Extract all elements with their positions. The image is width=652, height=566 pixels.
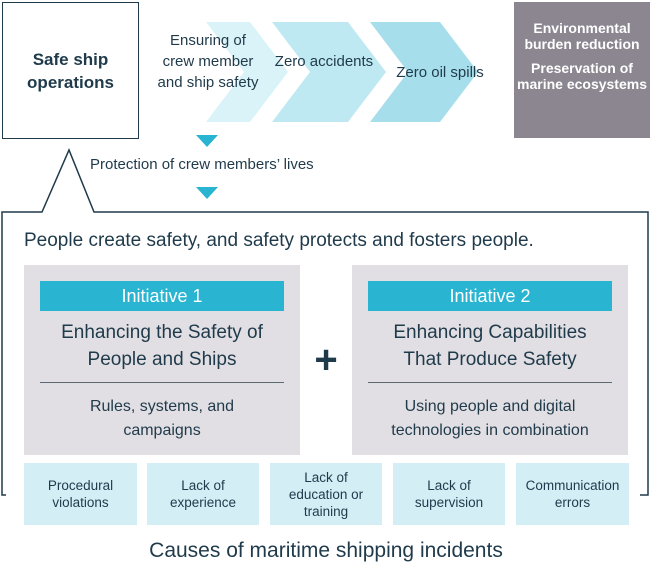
chevron-label-crew-safety: Ensuring of crew member and ship safety [157,32,259,91]
initiative-2-header: Initiative 2 [368,281,612,311]
safe-ship-operations-label: Safe ship operations [27,49,114,92]
cause-lack-of-experience: Lack of experience [147,463,259,525]
chevron-arrow-1 [206,22,288,122]
chevron-label-zero-oil-spills: Zero oil spills [396,64,484,81]
initiative-2-subtitle: Using people and digital technologies in… [391,398,589,439]
cause-communication-errors: Communication errors [516,463,629,525]
initiative-1-title: Enhancing the Safety of People and Ships [61,322,263,370]
cause-label: Lack of supervision [414,478,484,510]
environmental-burden-label: Environmental burden reduction [524,20,640,52]
cause-label: Lack of education or training [288,469,364,519]
slogan: People create safety, and safety protect… [24,230,534,251]
initiative-1-divider [40,382,284,383]
initiative-2-title: Enhancing Capabilities That Produce Safe… [393,322,587,370]
initiative-1-subtitle: Rules, systems, and campaigns [89,398,235,439]
initiative-1-header: Initiative 1 [40,281,284,311]
chevron-label-zero-accidents: Zero accidents [274,53,374,70]
plus-icon: + [314,338,338,382]
cause-lack-of-education: Lack of education or training [270,463,382,525]
cause-label: Procedural violations [47,478,114,510]
protection-label: Protection of crew members’ lives [90,156,314,173]
initiative-2-card: Initiative 2 Enhancing Capabilities That… [352,265,628,455]
initiative-1-card: Initiative 1 Enhancing the Safety of Peo… [24,265,300,455]
down-triangle-icon [196,187,218,199]
cause-label: Communication errors [525,478,620,510]
cause-procedural-violations: Procedural violations [24,463,137,525]
people-safety-frame [1,148,649,496]
footer-caption: Causes of maritime shipping incidents [149,539,503,562]
cause-lack-of-supervision: Lack of supervision [393,463,505,525]
chevron-arrow-3 [370,22,478,122]
marine-ecosystems-label: Preservation of marine ecosystems [517,60,647,92]
chevron-arrow-2 [272,22,386,122]
initiative-2-divider [368,382,612,383]
cause-label: Lack of experience [169,478,237,510]
safe-ship-operations-box: Safe ship operations [2,2,139,139]
down-triangle-icon [196,135,218,147]
environment-box: Environmental burden reduction Preservat… [514,2,650,138]
